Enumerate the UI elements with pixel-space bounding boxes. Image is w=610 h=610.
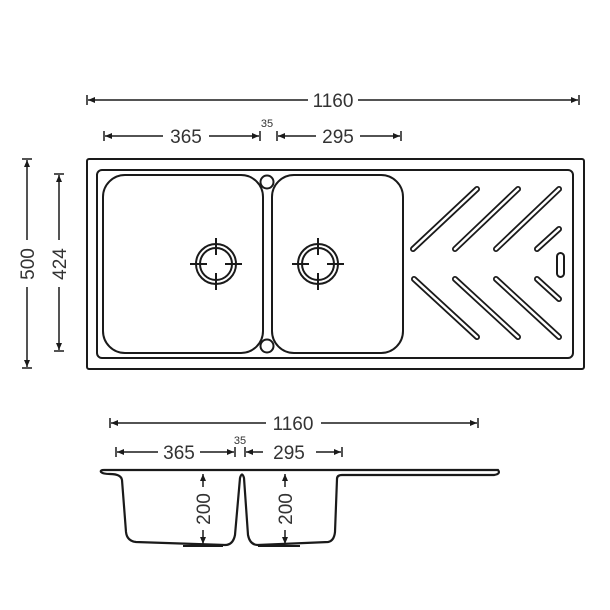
top-bowl1-width-dimension: 365 — [103, 127, 261, 148]
sink-side-view — [99, 468, 500, 547]
top-bowl2-width-label: 295 — [322, 127, 354, 148]
sink-outer-rim — [86, 158, 585, 370]
tap-hole-bottom — [259, 338, 275, 354]
bowl-1 — [102, 174, 264, 354]
side-bowl2-depth-label: 200 — [276, 493, 297, 525]
side-overall-width-dimension: 1160 — [109, 414, 479, 435]
sink-inner-frame — [96, 169, 574, 359]
side-overall-width-label: 1160 — [273, 414, 314, 435]
side-bowl1-width-label: 365 — [163, 443, 195, 464]
side-bowl2-width-dimension: 295 — [244, 443, 343, 464]
top-overall-depth-label: 500 — [18, 248, 39, 280]
drainboard-grooves — [410, 186, 562, 340]
top-bowl1-width-label: 365 — [170, 127, 202, 148]
side-bowl1-width-dimension: 365 — [115, 443, 236, 464]
top-overall-width-dimension: 1160 — [86, 91, 580, 112]
top-overall-width-label: 1160 — [313, 91, 354, 112]
overflow-slot — [556, 252, 565, 278]
sink-profile — [99, 468, 500, 547]
drain-1-icon — [190, 238, 242, 290]
side-bowl1-depth-dimension: 200 — [194, 474, 215, 544]
top-inner-depth-dimension: 424 — [50, 173, 71, 352]
bowl-2 — [271, 174, 404, 354]
side-bowl2-depth-dimension: 200 — [276, 474, 297, 544]
top-overall-depth-dimension: 500 — [18, 158, 39, 369]
side-bowl2-width-label: 295 — [273, 443, 305, 464]
sink-top-view — [86, 158, 585, 370]
tap-hole-top — [259, 174, 275, 190]
top-inner-depth-label: 424 — [50, 248, 71, 280]
top-bowl2-width-dimension: 295 — [276, 127, 402, 148]
side-bowl-gap-label: 35 — [234, 435, 246, 447]
top-bowl-gap-label: 35 — [261, 118, 273, 130]
drain-2-icon — [292, 238, 344, 290]
side-bowl1-depth-label: 200 — [194, 493, 215, 525]
